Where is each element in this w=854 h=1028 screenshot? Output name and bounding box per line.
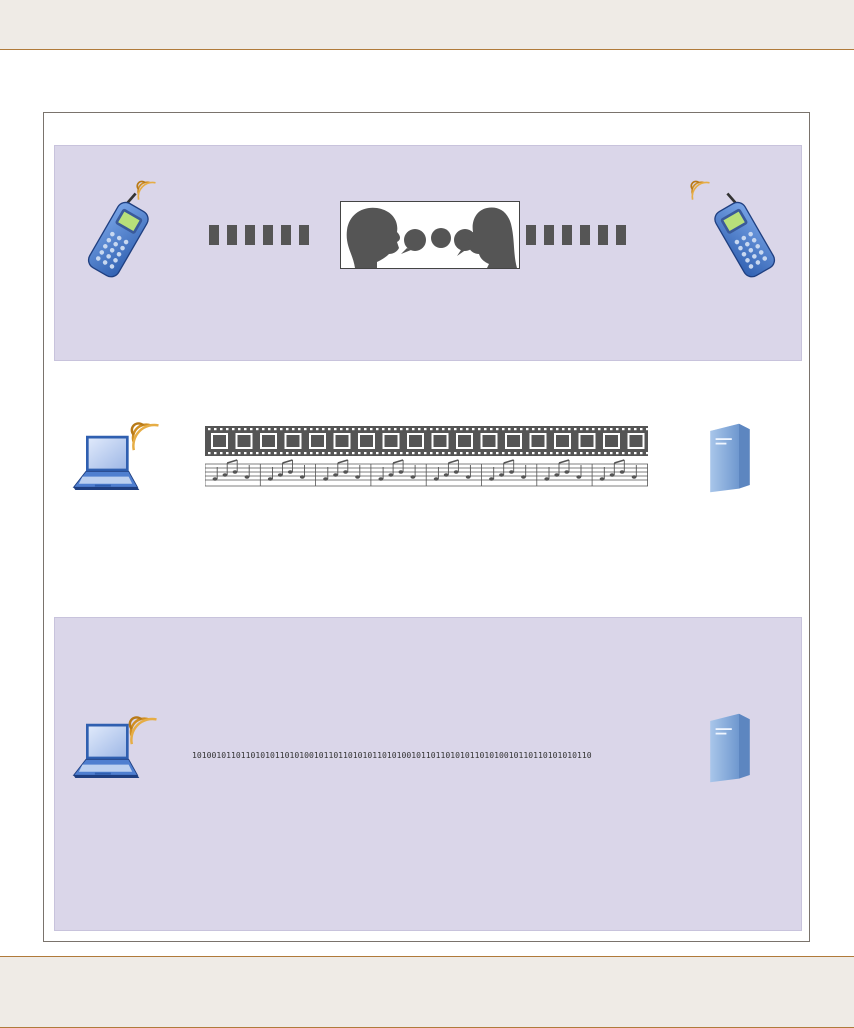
- data-panel: [54, 617, 802, 931]
- video-audio-stream-icon: [205, 426, 648, 490]
- server-icon: [700, 712, 760, 784]
- server-icon: [700, 422, 760, 494]
- mobile-phone-icon: [78, 190, 158, 278]
- binary-stream: 1010010110110101011010100101101101010110…: [192, 748, 664, 762]
- laptop-icon: [70, 718, 150, 790]
- mobile-phone-icon: [705, 190, 785, 278]
- footer-band: [0, 956, 854, 1028]
- header-band: [0, 0, 854, 50]
- conversation-icon: [340, 201, 520, 269]
- laptop-icon: [70, 430, 150, 502]
